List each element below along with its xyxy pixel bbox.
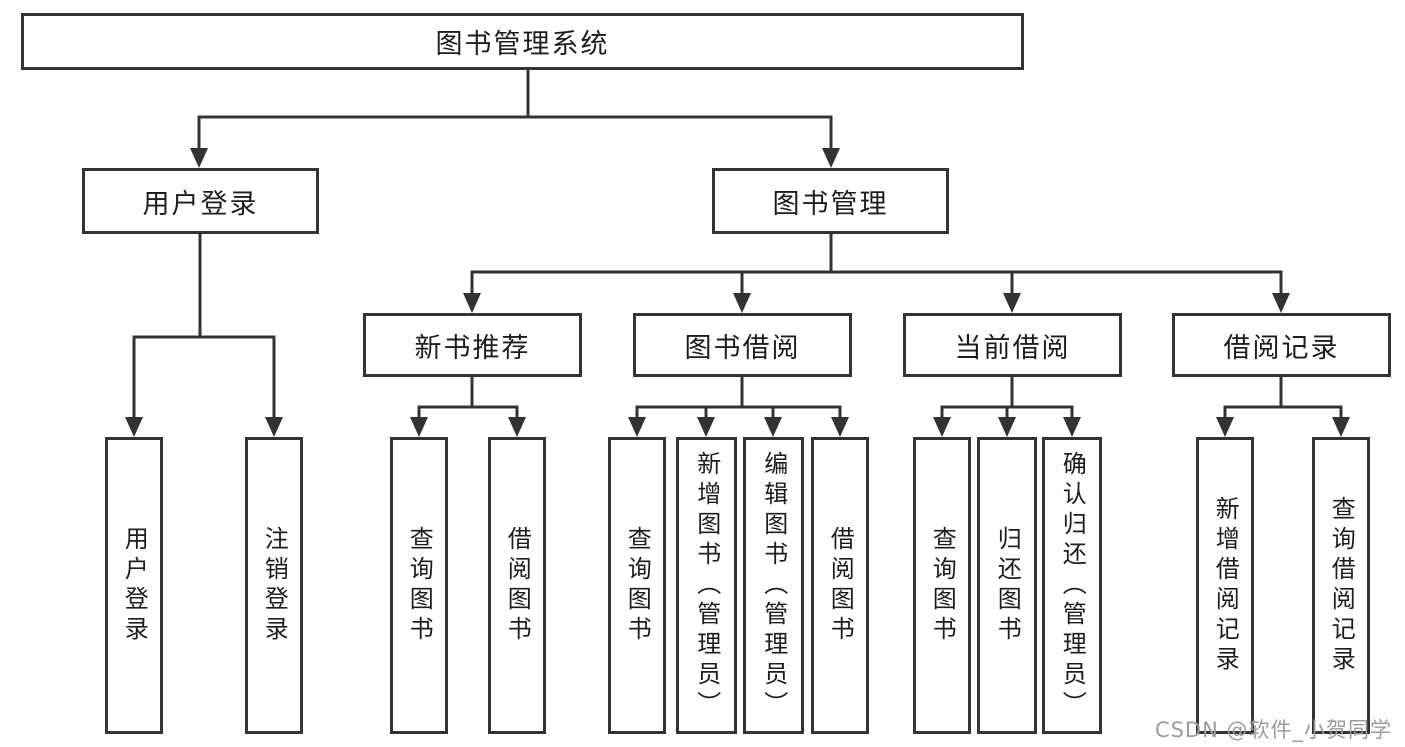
leaf-query-books-recommend-label: 查询图书: [405, 525, 434, 646]
leaf-query-books-borrowing: 查询图书: [608, 437, 666, 734]
node-borrowing-records: 借阅记录: [1172, 313, 1391, 377]
leaf-borrow-books: 借阅图书: [811, 437, 869, 734]
leaf-borrow-books-label: 借阅图书: [826, 525, 855, 646]
arrowhead: [1332, 417, 1350, 437]
arrowhead: [1216, 417, 1234, 437]
arrowhead: [1272, 293, 1290, 313]
leaf-borrow-books-recommend-label: 借阅图书: [503, 525, 532, 646]
leaf-edit-book-admin: 编辑图书（管理员）: [743, 437, 804, 734]
node-current-borrowing: 当前借阅: [903, 313, 1122, 377]
leaf-user-login: 用户登录: [105, 437, 163, 734]
arrowhead: [190, 148, 208, 168]
leaf-query-books-recommend: 查询图书: [390, 437, 448, 734]
arrowhead: [933, 417, 951, 437]
node-user-login-label: 用户登录: [142, 188, 259, 220]
arrowhead: [822, 148, 840, 168]
arrowhead: [733, 293, 751, 313]
leaf-confirm-return-admin-label: 确认归还（管理员）: [1058, 450, 1087, 721]
leaf-add-book-admin: 新增图书（管理员）: [676, 437, 737, 734]
node-book-management: 图书管理: [712, 168, 949, 234]
leaf-logout: 注销登录: [245, 437, 303, 734]
leaf-edit-book-admin-label: 编辑图书（管理员）: [759, 450, 788, 721]
node-new-book-recommend: 新书推荐: [363, 313, 582, 377]
leaf-return-book: 归还图书: [977, 437, 1037, 734]
arrowhead: [998, 417, 1016, 437]
arrowhead: [508, 417, 526, 437]
arrowhead: [410, 417, 428, 437]
arrowhead: [125, 417, 143, 437]
node-root-system: 图书管理系统: [21, 13, 1024, 70]
leaf-return-book-label: 归还图书: [993, 525, 1022, 646]
leaf-query-books-current: 查询图书: [913, 437, 971, 734]
leaf-user-login-label: 用户登录: [120, 525, 149, 646]
leaf-query-borrow-record: 查询借阅记录: [1312, 437, 1370, 734]
node-user-login: 用户登录: [82, 168, 319, 234]
leaf-confirm-return-admin: 确认归还（管理员）: [1042, 437, 1102, 734]
arrowhead: [697, 417, 715, 437]
watermark: CSDN @软件_小贺同学: [1154, 718, 1392, 742]
leaf-add-book-admin-label: 新增图书（管理员）: [692, 450, 721, 721]
leaf-add-borrow-record-label: 新增借阅记录: [1211, 495, 1240, 676]
arrowhead: [1063, 417, 1081, 437]
leaf-query-borrow-record-label: 查询借阅记录: [1327, 495, 1356, 676]
node-borrowing-records-label: 借阅记录: [1223, 332, 1340, 364]
arrowhead: [764, 417, 782, 437]
node-book-borrowing: 图书借阅: [633, 313, 852, 377]
leaf-borrow-books-recommend: 借阅图书: [488, 437, 546, 734]
arrowhead: [1003, 293, 1021, 313]
node-root-label: 图书管理系统: [435, 29, 610, 60]
node-book-borrowing-label: 图书借阅: [684, 332, 801, 364]
node-book-management-label: 图书管理: [772, 188, 889, 220]
leaf-logout-label: 注销登录: [260, 525, 289, 646]
leaf-add-borrow-record: 新增借阅记录: [1196, 437, 1254, 734]
arrowhead: [463, 293, 481, 313]
arrowhead: [265, 417, 283, 437]
arrowhead: [831, 417, 849, 437]
leaf-query-books-current-label: 查询图书: [928, 525, 957, 646]
node-new-book-recommend-label: 新书推荐: [414, 332, 531, 364]
leaf-query-books-borrowing-label: 查询图书: [623, 525, 652, 646]
node-current-borrowing-label: 当前借阅: [954, 332, 1071, 364]
arrowhead: [628, 417, 646, 437]
